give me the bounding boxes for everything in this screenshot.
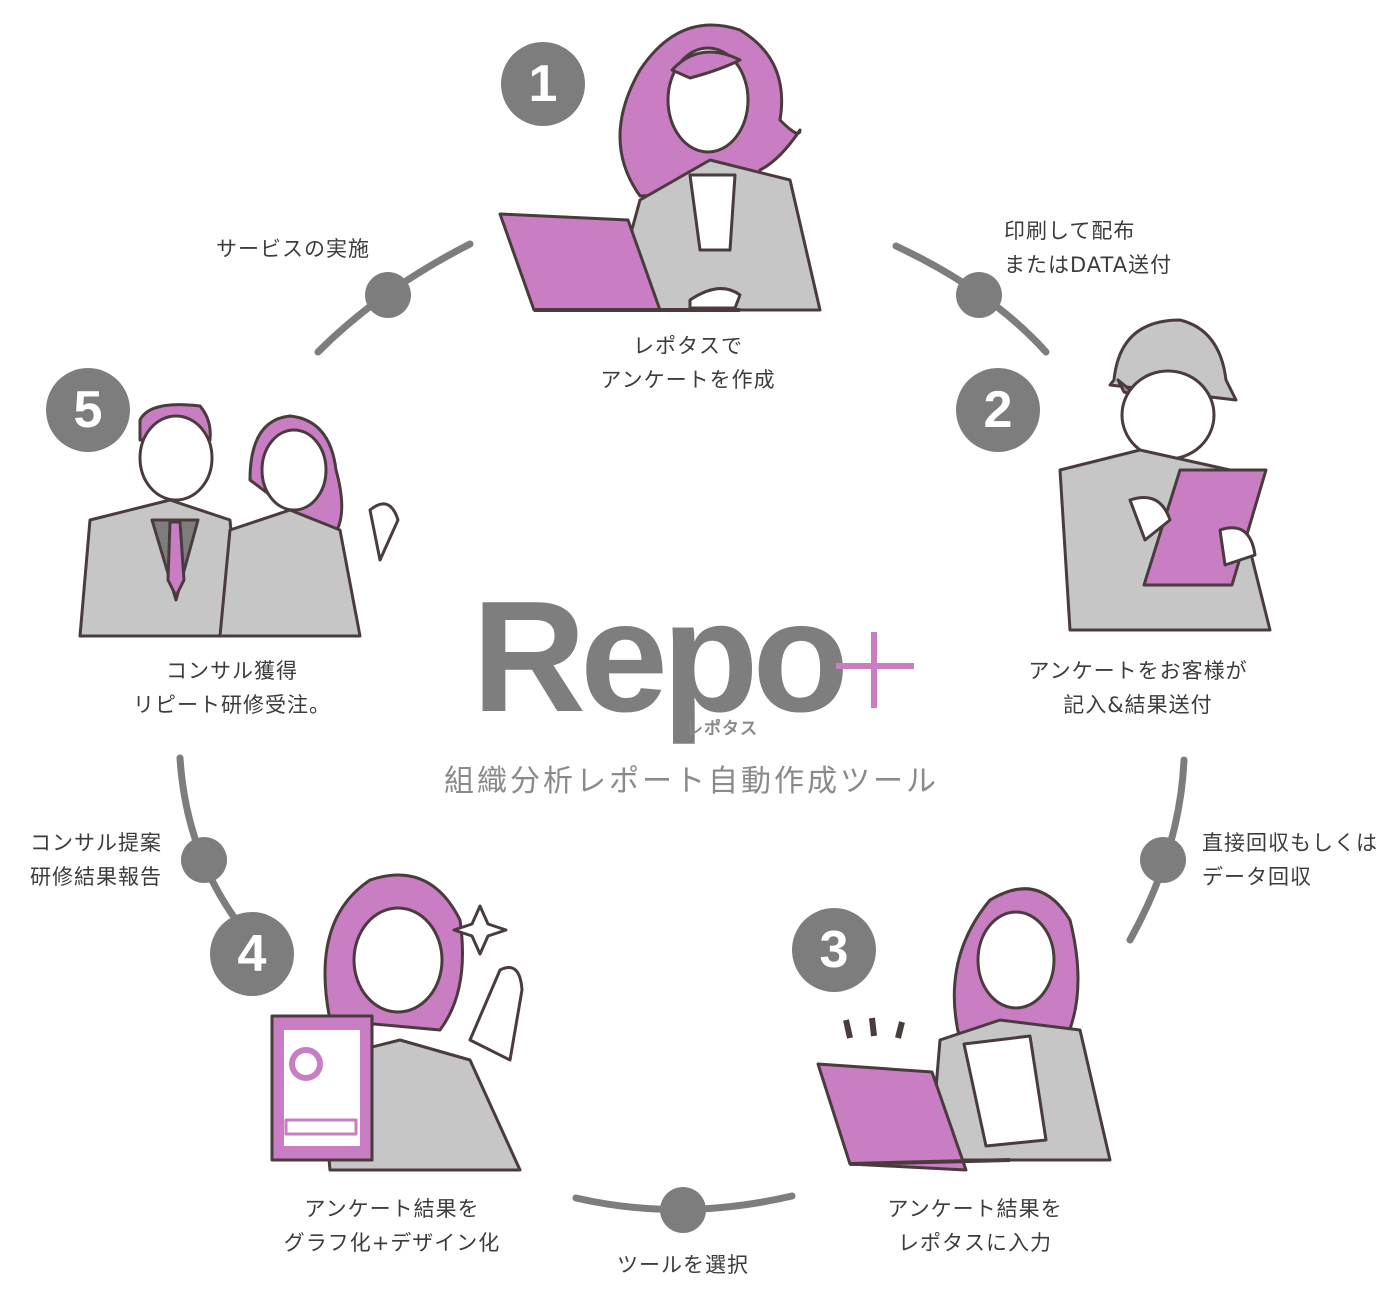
team-celebration-illustration (78, 403, 400, 638)
step-1-caption: レポタスでアンケートを作成 (600, 334, 776, 392)
logo-plus-icon (836, 632, 914, 708)
step-2-number: 2 (956, 368, 1040, 452)
woman-laptop-documents-illustration (816, 887, 1112, 1172)
connector-dot-4 (181, 837, 227, 883)
tagline: 組織分析レポート自動作成ツール (444, 764, 939, 799)
step-5-number: 5 (46, 368, 130, 452)
step-1-number: 1 (501, 42, 585, 126)
worker-clipboard-illustration (1058, 318, 1272, 632)
connector-4-caption: コンサル提案研修結果報告 (30, 831, 162, 889)
logo-subtitle: レポタス (686, 719, 758, 739)
connector-dot-1 (956, 272, 1002, 318)
connector-5-caption: サービスの実施 (216, 237, 370, 261)
connector-1-caption: 印刷して配布またはDATA送付 (1004, 219, 1173, 277)
connector-2-caption: 直接回収もしくはデータ回収 (1202, 831, 1378, 889)
woman-laptop-illustration (498, 23, 822, 312)
logo-wordmark: Repo (472, 569, 849, 745)
step-3-number: 3 (792, 908, 876, 992)
connector-dot-3 (660, 1187, 706, 1233)
connector-dot-5 (365, 272, 411, 318)
step-2-caption: アンケートをお客様が記入&結果送付 (1028, 659, 1248, 717)
connector-3-caption: ツールを選択 (617, 1253, 749, 1277)
step-5-caption: コンサル獲得リピート研修受注。 (133, 659, 331, 717)
step-4-number: 4 (210, 912, 294, 996)
connector-dot-2 (1140, 837, 1186, 883)
step-3-caption: アンケート結果をレポタスに入力 (887, 1197, 1063, 1255)
step-4-caption: アンケート結果をグラフ化+デザイン化 (283, 1197, 501, 1255)
woman-report-ok-illustration (270, 873, 524, 1172)
